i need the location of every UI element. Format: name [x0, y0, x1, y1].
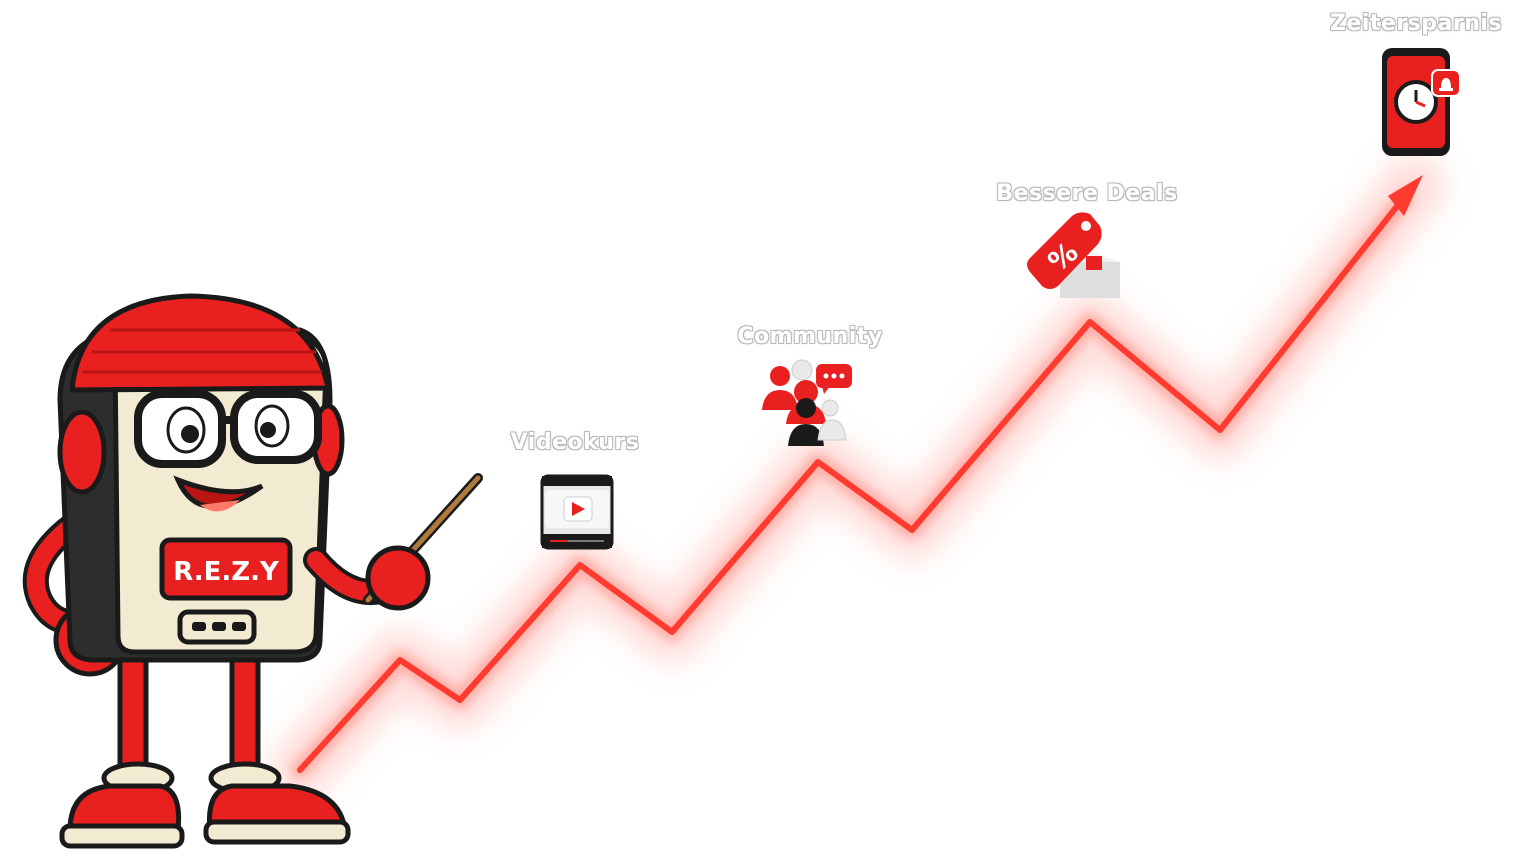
- right-shoe: [203, 761, 351, 845]
- milestone-label-bessere-deals: Bessere Deals: [996, 181, 1178, 206]
- mascot-badge: R.E.Z.Y: [159, 537, 293, 601]
- milestone-label-zeitersparnis: Zeitersparnis: [1329, 11, 1503, 36]
- growth-arrow-line: [297, 197, 1405, 773]
- rezy-mascot: R.E.Z.Y: [22, 293, 483, 849]
- phone-clock-icon: [1382, 48, 1461, 156]
- mascot-badge-text: R.E.Z.Y: [173, 557, 280, 587]
- milestone-label-community: Community: [737, 324, 883, 349]
- arrow-glow: [270, 155, 1445, 800]
- discount-tag-icon: %: [1027, 212, 1120, 298]
- milestone-label-videokurs: Videokurs: [510, 430, 640, 455]
- community-chat-icon: [762, 359, 852, 446]
- mascot-glasses: [134, 390, 322, 468]
- left-shoe: [59, 761, 185, 849]
- video-player-icon: [540, 474, 614, 550]
- arrow-head-icon: [1388, 175, 1423, 216]
